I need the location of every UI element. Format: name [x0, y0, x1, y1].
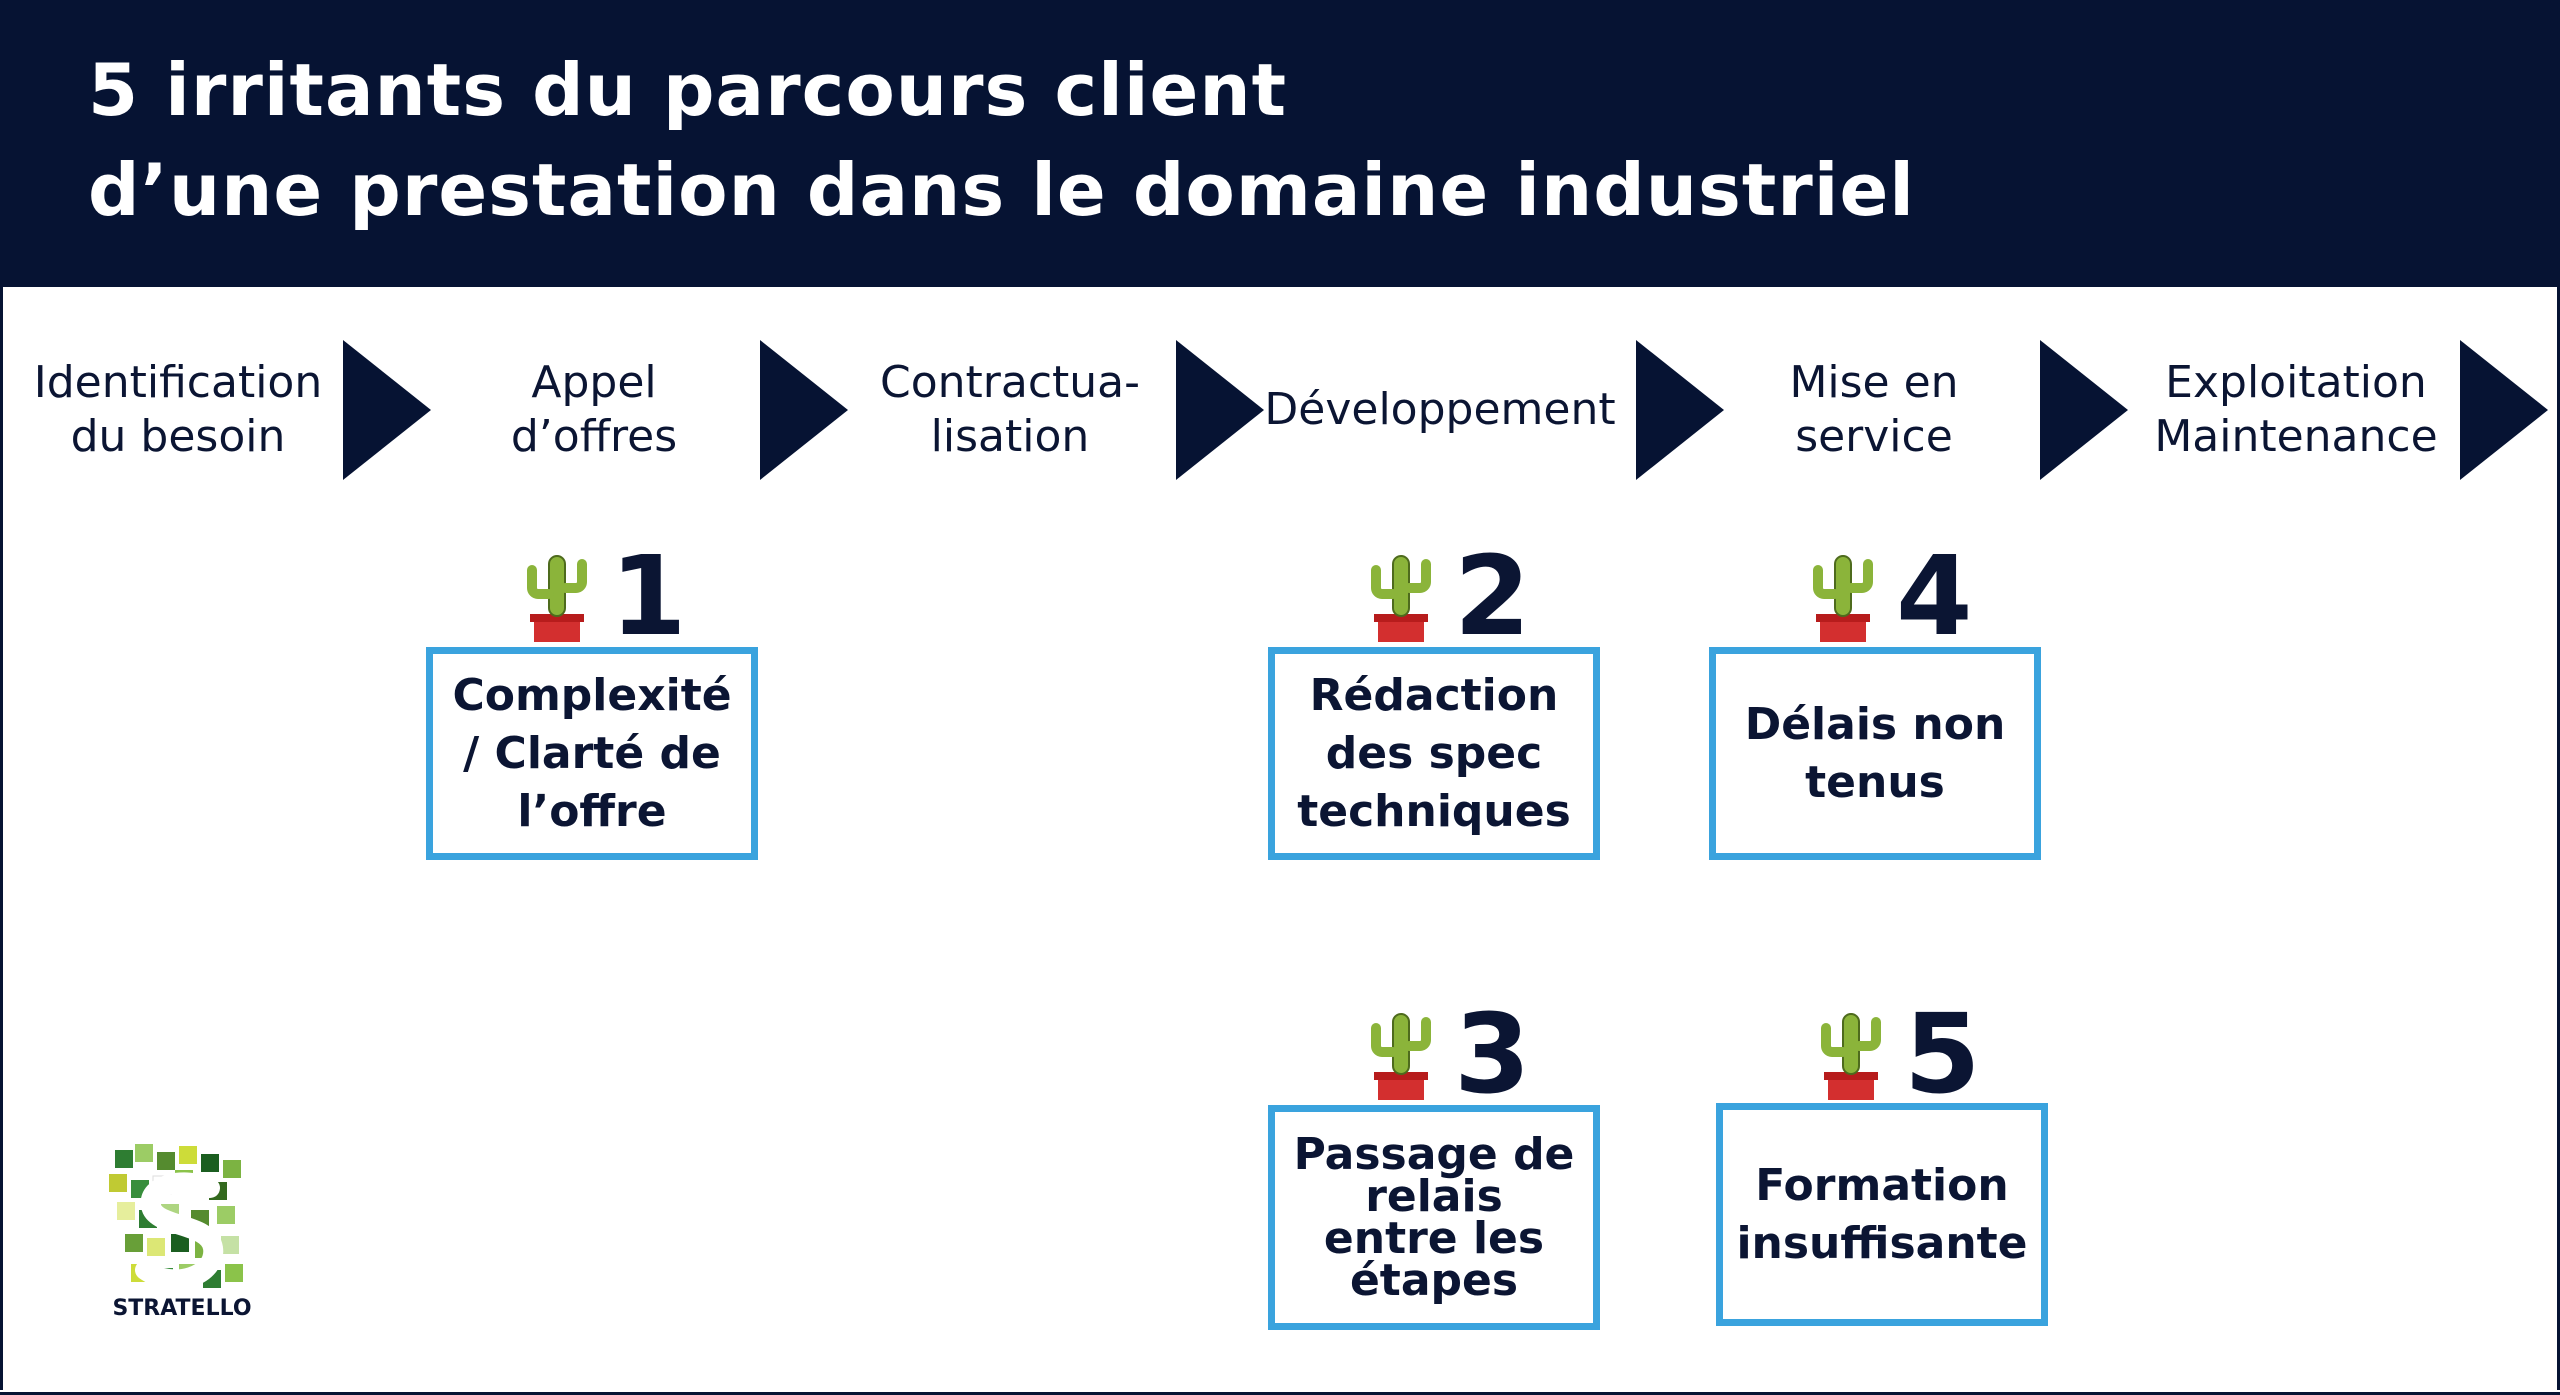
irritant-badge-5: 5	[1812, 990, 1981, 1118]
irritant-badge-2: 2	[1362, 532, 1531, 660]
frame-border-bottom	[0, 1392, 2560, 1395]
irritant-number: 4	[1896, 532, 1973, 660]
chevron-arrow-icon	[2040, 340, 2128, 480]
chevron-arrow-icon	[760, 340, 848, 480]
step-developpement: Développement	[1264, 384, 1616, 435]
title-line-2: d’une prestation dans le domaine industr…	[88, 148, 1915, 232]
irritant-box-1: Complexité / Clarté de l’offre	[426, 647, 758, 860]
chevron-arrow-icon	[1176, 340, 1264, 480]
cactus-icon	[1371, 555, 1431, 642]
step-appel-offres: Appel d’offres	[510, 357, 678, 462]
title-line-1: 5 irritants du parcours client	[88, 48, 1288, 132]
cactus-icon	[1821, 1013, 1881, 1100]
irritant-badge-1: 1	[518, 532, 687, 660]
frame-border-left	[0, 287, 3, 1390]
irritant-box-5: Formation insuffisante	[1716, 1103, 2048, 1326]
irritant-badge-3: 3	[1362, 990, 1531, 1118]
irritant-box-4: Délais non tenus	[1709, 647, 2041, 860]
frame-border-right	[2557, 287, 2560, 1390]
step-mise-en-service: Mise en service	[1789, 357, 1959, 462]
step-contractualisation: Contractua- lisation	[879, 357, 1140, 462]
cactus-icon	[1371, 1013, 1431, 1100]
chevron-arrow-icon	[343, 340, 431, 480]
irritant-number: 1	[610, 532, 687, 660]
irritant-number: 2	[1454, 532, 1531, 660]
cactus-icon	[1813, 555, 1873, 642]
logo-text: STRATELLO	[112, 1296, 252, 1321]
stratello-logo	[109, 1144, 243, 1290]
chevron-arrow-icon	[2460, 340, 2548, 480]
irritant-badge-4: 4	[1804, 532, 1973, 660]
title-banner: 5 irritants du parcours client d’une pre…	[0, 0, 2560, 287]
chevron-arrow-icon	[1636, 340, 1724, 480]
irritant-box-2: Rédaction des spec techniques	[1268, 647, 1600, 860]
irritant-number: 5	[1904, 990, 1981, 1118]
irritant-number: 3	[1454, 990, 1531, 1118]
step-identification: Identification du besoin	[33, 357, 323, 462]
cactus-icon	[527, 555, 587, 642]
irritant-box-3: Passage de relais entre les étapes	[1268, 1105, 1600, 1330]
step-exploitation: Exploitation Maintenance	[2154, 357, 2438, 462]
